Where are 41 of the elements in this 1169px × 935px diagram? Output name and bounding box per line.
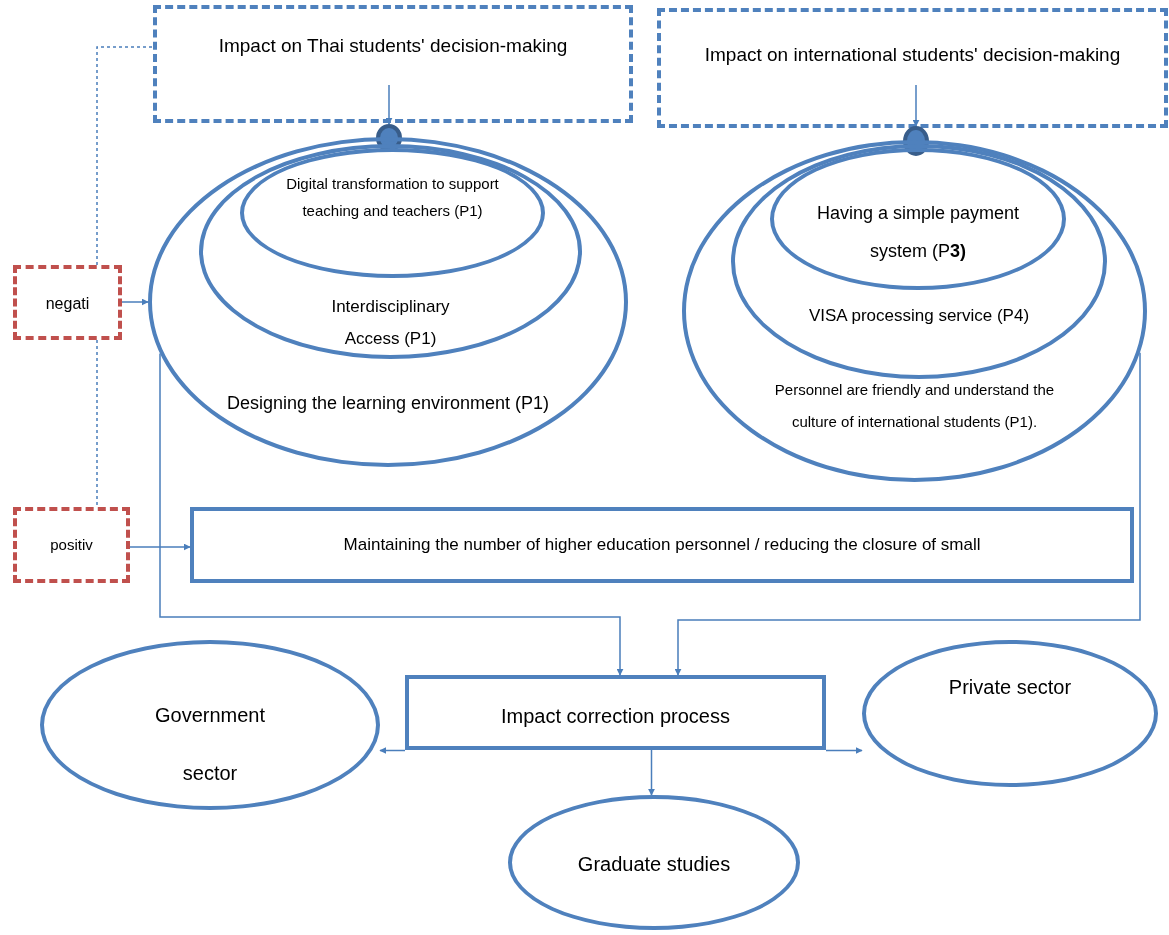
node-label: Graduate studies [576,852,732,877]
ellipse [40,640,380,810]
dashed-box [13,507,130,583]
node-label: Interdisciplinary Access (P1) [330,296,451,351]
ellipse [682,140,1147,482]
node-label: Having a simple payment system (P3) [815,202,1021,263]
node-label: Designing the learning environment (P1) [225,392,551,415]
arrow [159,352,624,676]
arrow [129,543,191,551]
dashed-connector [96,46,154,266]
arrow [825,747,863,754]
node-label: Impact correction process [500,704,731,729]
arrow [674,351,1141,676]
node-label: Government sector [153,703,267,786]
node-label: Maintaining the number of higher education personnel / reducing the closure of small [342,534,982,556]
arrow [912,84,920,127]
ellipse [731,144,1107,379]
dashed-box [657,8,1168,128]
process-box [405,675,826,750]
arrow [379,747,406,754]
node-label: VISA processing service (P4) [807,305,1031,327]
dashed-box [13,265,122,340]
node-label: Impact on Thai students' decision-making [217,34,569,58]
node-label: Digital transformation to support teaching and teachers (P1) [285,174,500,221]
ellipse [240,148,545,278]
arrow [385,84,393,125]
node-label: Impact on international students' decision-making [703,43,1122,67]
node-label: negati [44,294,91,314]
arrow [121,298,149,306]
ellipse [862,640,1158,787]
dashed-box [153,5,633,123]
ellipse [508,795,800,930]
node-label: Personnel are friendly and understand the culture of international students (P1). [773,380,1056,432]
ellipse [770,148,1066,290]
node-label: positiv [49,535,94,555]
arrow [648,749,655,796]
ellipse [199,144,582,359]
node-label: Private sector [947,675,1073,700]
ellipse [148,137,628,467]
process-box [190,507,1134,583]
dashed-connector [96,339,98,508]
